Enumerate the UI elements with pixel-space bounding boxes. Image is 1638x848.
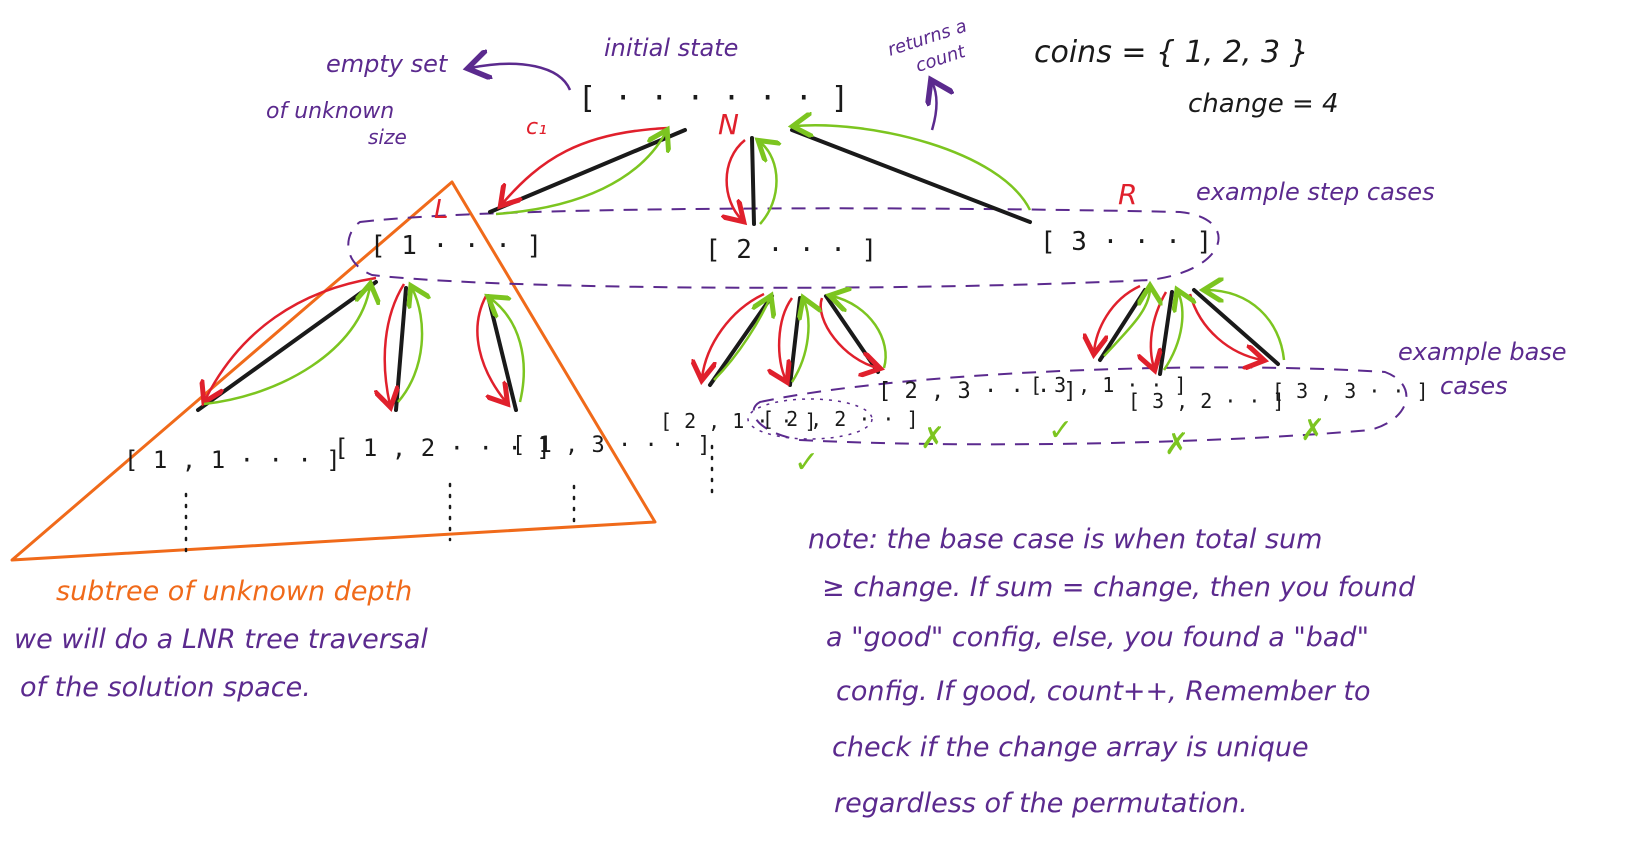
returns-count-arrow — [932, 82, 937, 131]
problem-setup: coins = { 1, 2, 3 } change = 4 — [1034, 35, 1339, 119]
node-3: [ 3 · · · ] — [1040, 227, 1212, 257]
label-L: L — [434, 195, 449, 225]
subtree-triangle — [10, 180, 657, 562]
empty-set-arrow — [470, 64, 572, 91]
node-2: [ 2 · · · ] — [705, 235, 877, 265]
node-2-2: [ 2 , 2 · · ] — [762, 407, 919, 431]
empty-set-label-3: size — [368, 125, 407, 149]
continuation-dots — [184, 444, 714, 562]
good-mark-3-1: ✓ — [1048, 413, 1073, 448]
node-3-3: [ 3 , 3 · · ] — [1272, 379, 1429, 403]
return-arrows — [203, 125, 1286, 406]
node-1: [ 1 · · · ] — [370, 231, 542, 261]
change-label: change = 4 — [1188, 89, 1339, 119]
empty-set-label-2: of unknown — [266, 99, 394, 124]
base-cases-band — [752, 366, 1408, 446]
descend-arrows — [205, 126, 1262, 405]
empty-set-label-1: empty set — [326, 50, 449, 78]
coins-label: coins = { 1, 2, 3 } — [1034, 35, 1309, 70]
node-1-2: [ 1 , 2 · · · ] — [334, 434, 551, 462]
note-line-5: check if the change array is unique — [832, 732, 1309, 763]
step-cases-label: example step cases — [1196, 178, 1435, 206]
annotations: initial state empty set of unknown size … — [14, 15, 1567, 819]
traversal-labels: c₁ N L R — [434, 108, 1137, 225]
traversal-label-2: of the solution space. — [20, 672, 311, 703]
base-cases-label-2: cases — [1440, 372, 1508, 400]
note-line-3: a "good" config, else, you found a "bad" — [826, 622, 1369, 653]
base-case-marks: ✓ ✗ ✓ ✗ ✗ — [794, 413, 1325, 480]
node-3-1: [ 3 , 1 · · ] — [1030, 373, 1187, 397]
subtree-label: subtree of unknown depth — [56, 576, 412, 607]
initial-state-label: initial state — [604, 34, 738, 62]
node-root: [ · · · · · · ] — [578, 81, 849, 116]
base-cases-label-1: example base — [1398, 338, 1567, 366]
node-2-3: [ 2 , 3 · · · ] — [878, 379, 1077, 404]
bad-mark-3-3: ✗ — [1300, 413, 1325, 448]
note-line-6: regardless of the permutation. — [834, 788, 1248, 819]
node-2-1: [ 2 , 1 · · ] — [660, 409, 817, 433]
node-1-1: [ 1 , 1 · · · ] — [124, 446, 341, 474]
good-mark-2-2: ✓ — [794, 445, 819, 480]
note-line-2: ≥ change. If sum = change, then you foun… — [822, 572, 1416, 603]
note-line-1: note: the base case is when total sum — [808, 524, 1322, 555]
step-cases-band — [347, 207, 1220, 289]
node-3-2: [ 3 , 2 · · ] — [1128, 389, 1285, 413]
node-1-3: [ 1 , 3 · · · ] — [512, 433, 711, 458]
note-line-4: config. If good, count++, Remember to — [836, 676, 1370, 707]
good-config-highlight — [747, 398, 873, 440]
label-c1: c₁ — [526, 115, 547, 140]
tree-edges — [196, 128, 1280, 412]
bad-mark-3-2: ✗ — [1164, 427, 1189, 462]
traversal-label-1: we will do a LNR tree traversal — [14, 624, 428, 655]
label-R: R — [1118, 178, 1137, 211]
bad-mark-2-3: ✗ — [920, 421, 945, 456]
label-N: N — [718, 108, 739, 141]
tree-nodes: [ · · · · · · ] [ 1 · · · ] [ 2 · · · ] … — [124, 81, 1429, 474]
